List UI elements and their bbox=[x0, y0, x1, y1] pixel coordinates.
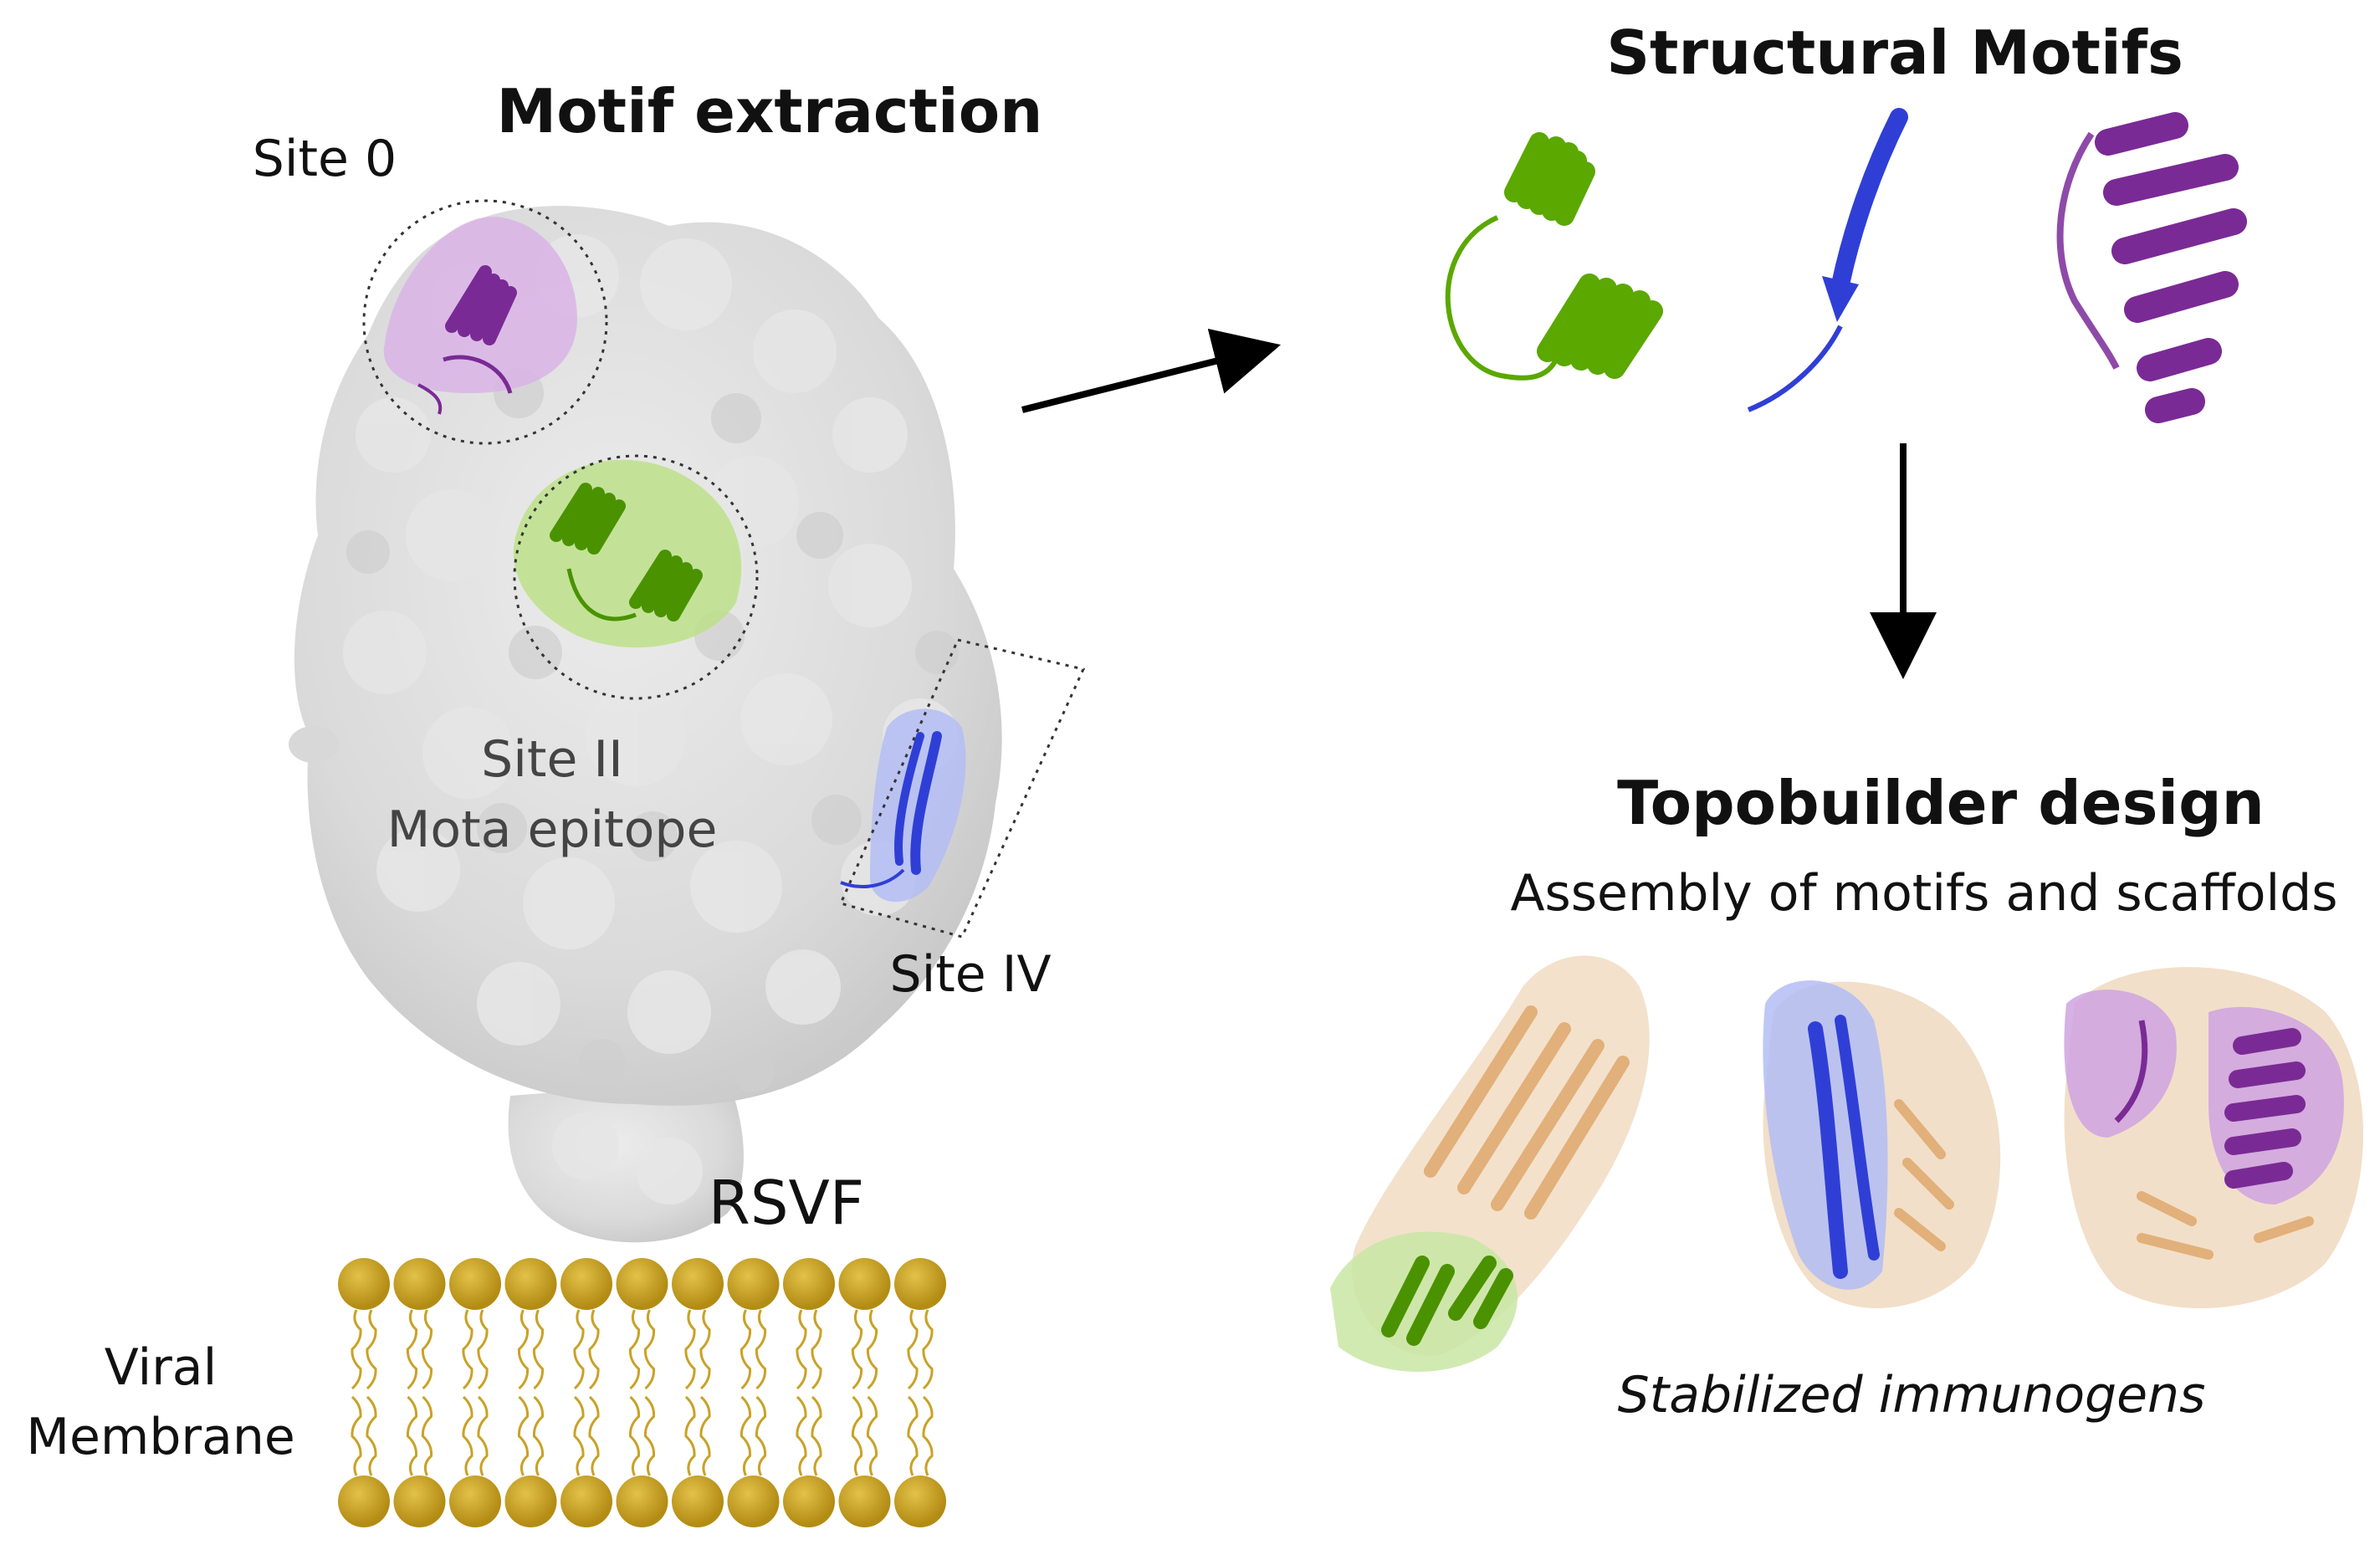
lipid-head-bottom-3 bbox=[449, 1476, 501, 1527]
site-iv-label: Site IV bbox=[889, 945, 1051, 1004]
lipid-tail bbox=[351, 1309, 362, 1390]
lipid-tail bbox=[907, 1309, 919, 1390]
lipid-head-bottom-1 bbox=[338, 1476, 390, 1527]
blue-strand-motif bbox=[1747, 108, 1908, 412]
lipid-tail bbox=[811, 1395, 822, 1476]
lipid-head-bottom-9 bbox=[783, 1476, 835, 1527]
lipid-tail bbox=[573, 1309, 585, 1390]
lipid-tail bbox=[699, 1309, 711, 1390]
lipid-tail bbox=[588, 1309, 600, 1390]
lipid-head-top-4 bbox=[504, 1258, 557, 1310]
lipid-head-top-5 bbox=[560, 1258, 612, 1310]
rsvf-protein-surface bbox=[289, 206, 1002, 1243]
lipid-tail bbox=[366, 1395, 377, 1476]
assembly-subtitle: Assembly of motifs and scaffolds bbox=[1510, 864, 2337, 923]
site-iv-outline bbox=[838, 638, 1086, 939]
lipid-tail bbox=[628, 1309, 641, 1390]
structural-motifs-heading: Structural Motifs bbox=[1606, 18, 2183, 88]
lipid-head-top-1 bbox=[338, 1258, 390, 1310]
lipid-head-bottom-10 bbox=[838, 1476, 891, 1527]
lipid-tail bbox=[643, 1395, 656, 1476]
lipid-tail bbox=[699, 1395, 711, 1476]
lipid-tail bbox=[532, 1395, 545, 1476]
lipid-tail bbox=[922, 1309, 934, 1390]
designed-immunogen-green bbox=[1330, 955, 1650, 1372]
lipid-tail bbox=[628, 1395, 641, 1476]
lipid-tail bbox=[462, 1395, 473, 1476]
lipid-tail bbox=[477, 1309, 489, 1390]
lipid-head-top-8 bbox=[727, 1258, 780, 1310]
lipid-tail bbox=[477, 1395, 489, 1476]
topobuilder-heading: Topobuilder design bbox=[1617, 768, 2265, 838]
designed-immunogen-purple bbox=[2064, 967, 2363, 1308]
lipid-head-top-7 bbox=[672, 1258, 724, 1310]
site-0-label: Site 0 bbox=[253, 130, 397, 188]
lipid-head-top-3 bbox=[449, 1258, 501, 1310]
lipid-tail bbox=[811, 1309, 822, 1390]
lipid-head-top-10 bbox=[838, 1258, 891, 1310]
stabilized-immunogens-label: Stabilized immunogens bbox=[1618, 1366, 2206, 1424]
lipid-head-bottom-4 bbox=[504, 1476, 557, 1527]
lipid-tail bbox=[851, 1395, 863, 1476]
lipid-tail bbox=[573, 1395, 585, 1476]
lipid-tail bbox=[406, 1309, 418, 1390]
rsvf-label: RSVF bbox=[709, 1168, 864, 1238]
lipid-tail bbox=[517, 1309, 530, 1390]
lipid-tail bbox=[740, 1309, 752, 1390]
lipid-tail bbox=[462, 1309, 473, 1390]
lipid-tail bbox=[406, 1395, 418, 1476]
lipid-head-top-2 bbox=[393, 1258, 446, 1310]
lipid-tail bbox=[866, 1395, 878, 1476]
green-helix-motif bbox=[1445, 132, 1663, 381]
arrow-to-structural-motifs bbox=[1021, 328, 1282, 413]
lipid-tail bbox=[922, 1395, 934, 1476]
lipid-head-bottom-5 bbox=[560, 1476, 612, 1527]
lipid-head-bottom-6 bbox=[616, 1476, 668, 1527]
lipid-tail bbox=[643, 1309, 656, 1390]
lipid-tail bbox=[421, 1309, 433, 1390]
mota-epitope-label: Mota epitope bbox=[387, 800, 718, 859]
viral-label: Viral bbox=[105, 1338, 218, 1397]
lipid-head-bottom-11 bbox=[894, 1476, 946, 1527]
motif-extraction-heading: Motif extraction bbox=[497, 76, 1043, 146]
lipid-tail bbox=[755, 1395, 767, 1476]
lipid-tail bbox=[796, 1395, 807, 1476]
membrane-label: Membrane bbox=[26, 1408, 295, 1466]
lipid-tail bbox=[588, 1395, 600, 1476]
lipid-tail bbox=[366, 1309, 377, 1390]
site-0-helix-motif bbox=[383, 217, 577, 415]
designed-immunogen-blue bbox=[1763, 980, 2001, 1308]
lipid-head-top-11 bbox=[894, 1258, 946, 1310]
site-iv-strand-motif bbox=[840, 708, 966, 903]
lipid-tail bbox=[532, 1309, 545, 1390]
lipid-tail bbox=[740, 1395, 752, 1476]
lipid-tail bbox=[684, 1395, 696, 1476]
purple-helix-motif bbox=[2056, 112, 2247, 423]
lipid-tail bbox=[517, 1395, 530, 1476]
site-0-outline bbox=[362, 199, 608, 445]
site-ii-outline bbox=[513, 454, 759, 700]
lipid-tail bbox=[796, 1309, 807, 1390]
lipid-tail bbox=[421, 1395, 433, 1476]
lipid-head-bottom-8 bbox=[727, 1476, 780, 1527]
lipid-tail bbox=[755, 1309, 767, 1390]
lipid-bilayer bbox=[338, 1258, 946, 1527]
site-ii-label: Site II bbox=[481, 730, 623, 789]
lipid-tail bbox=[851, 1309, 863, 1390]
lipid-head-bottom-7 bbox=[672, 1476, 724, 1527]
lipid-head-bottom-2 bbox=[393, 1476, 446, 1527]
lipid-head-top-9 bbox=[783, 1258, 835, 1310]
site-ii-helix-motif bbox=[513, 459, 742, 648]
lipid-tail bbox=[866, 1309, 878, 1390]
lipid-tail bbox=[907, 1395, 919, 1476]
lipid-tail bbox=[351, 1395, 362, 1476]
lipid-head-top-6 bbox=[616, 1258, 668, 1310]
lipid-tail bbox=[684, 1309, 696, 1390]
